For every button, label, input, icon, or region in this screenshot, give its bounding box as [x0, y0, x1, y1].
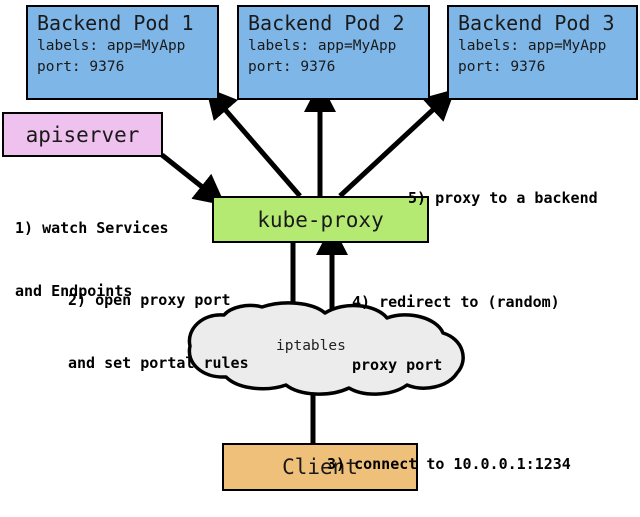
iptables-cloud-shape [187, 301, 465, 396]
arrow-kubeproxy-to-pod1 [205, 87, 302, 198]
step-4-line-2: proxy port [352, 356, 443, 374]
backend-pod-1-box: Backend Pod 1 labels: app=MyApp port: 93… [26, 5, 219, 100]
arrow-apiserver-to-kubeproxy [160, 153, 226, 206]
step-1-line-1: 1) watch Services [15, 219, 169, 237]
step-2-label: 2) open proxy port and set portal rules [68, 248, 249, 416]
kube-proxy-diagram: Backend Pod 1 labels: app=MyApp port: 93… [2, 5, 638, 491]
backend-pod-1-title: Backend Pod 1 [37, 11, 194, 35]
backend-pod-3-title: Backend Pod 3 [458, 11, 615, 35]
client-label: Client [282, 455, 358, 479]
apiserver-label: apiserver [25, 122, 140, 147]
backend-pod-1-port: port: 9376 [37, 59, 125, 75]
arrow-kubeproxy-to-pod3 [338, 88, 456, 198]
backend-pod-2-labels: labels: app=MyApp [248, 38, 397, 54]
backend-pod-2-title: Backend Pod 2 [248, 11, 405, 35]
step-3-label: 3) connect to 10.0.0.1:1234 [327, 412, 571, 517]
step-5-label: 5) proxy to a backend [408, 146, 598, 251]
connector-layer [160, 81, 465, 443]
backend-pod-2-box: Backend Pod 2 labels: app=MyApp port: 93… [237, 5, 430, 100]
step-3-line-1: 3) connect to 10.0.0.1:1234 [327, 455, 571, 473]
iptables-label: iptables [276, 338, 346, 354]
backend-pod-1-labels: labels: app=MyApp [37, 38, 186, 54]
backend-pod-3-port: port: 9376 [458, 59, 546, 75]
step-5-line-1: 5) proxy to a backend [408, 189, 598, 207]
apiserver-box: apiserver [2, 112, 163, 157]
step-4-line-1: 4) redirect to (random) [352, 293, 560, 311]
backend-pod-2-port: port: 9376 [248, 59, 336, 75]
step-2-line-2: and set portal rules [68, 354, 249, 372]
backend-pod-3-box: Backend Pod 3 labels: app=MyApp port: 93… [447, 5, 638, 100]
step-4-label: 4) redirect to (random) proxy port [352, 250, 560, 418]
backend-pod-3-labels: labels: app=MyApp [458, 38, 607, 54]
kube-proxy-box: kube-proxy [212, 196, 429, 243]
kube-proxy-label: kube-proxy [257, 207, 384, 232]
step-1-label: 1) watch Services and Endpoints [15, 176, 169, 344]
step-2-line-1: 2) open proxy port [68, 291, 231, 309]
client-box: Client [222, 443, 418, 491]
step-1-line-2: and Endpoints [15, 282, 133, 300]
